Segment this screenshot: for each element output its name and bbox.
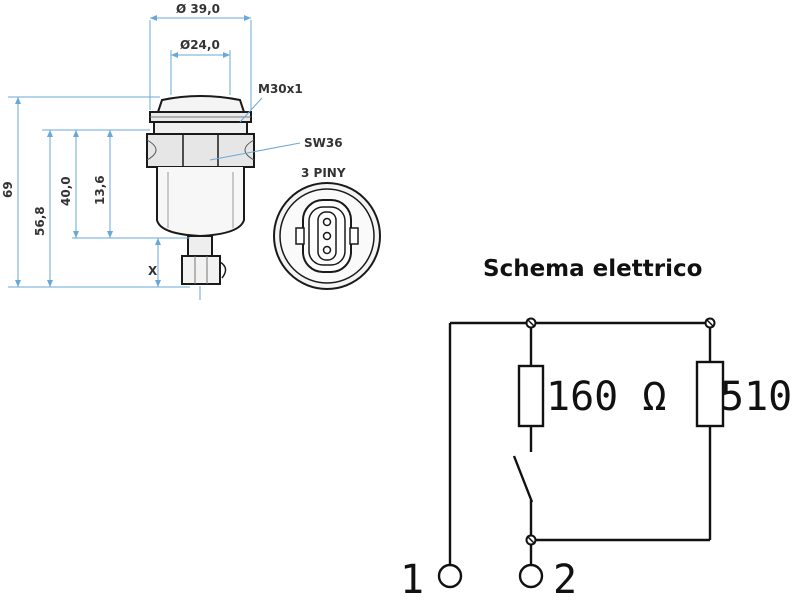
wrench-size-label: SW36: [304, 136, 343, 150]
sensor-body: [146, 95, 255, 300]
resistor-510-label: 510: [720, 374, 792, 420]
terminal-2-label: 2: [553, 557, 577, 600]
height-13-label: 13,6: [93, 175, 107, 205]
height-total-label: 69: [1, 181, 15, 198]
resistor-160: [517, 364, 545, 428]
terminal-1-label: 1: [400, 557, 424, 600]
dimension-inner-diameter: Ø24,0: [170, 38, 231, 95]
schematic-title: Schema elettrico: [483, 256, 702, 282]
x-marker-label: X: [148, 264, 158, 278]
terminal-2-circle: [518, 563, 544, 589]
schematic: Schema elettrico 1 2 160 Ω: [400, 256, 792, 600]
inner-diameter-label: Ø24,0: [180, 38, 220, 52]
height-body-label: 56,8: [33, 206, 47, 236]
pin-3-dot: [322, 245, 332, 255]
height-40-label: 40,0: [59, 176, 73, 206]
thread-label: M30x1: [258, 82, 303, 96]
pin-2-dot: [322, 231, 332, 241]
terminal-1-circle: [437, 563, 463, 589]
vertical-dimensions: 69 56,8 40,0 13,6 X: [1, 96, 190, 288]
mechanical-drawing: Ø 39,0 Ø24,0: [1, 2, 381, 300]
pin-1-dot: [322, 217, 332, 227]
outer-diameter-label: Ø 39,0: [176, 2, 220, 16]
dimension-outer-diameter: Ø 39,0: [149, 2, 252, 110]
junction-dots: [525, 317, 716, 546]
resistor-160-label: 160 Ω: [546, 374, 666, 420]
switch-blade: [512, 455, 534, 503]
connector-label: 3 PINY: [301, 166, 346, 180]
connector-view: 3 PINY: [273, 166, 381, 290]
